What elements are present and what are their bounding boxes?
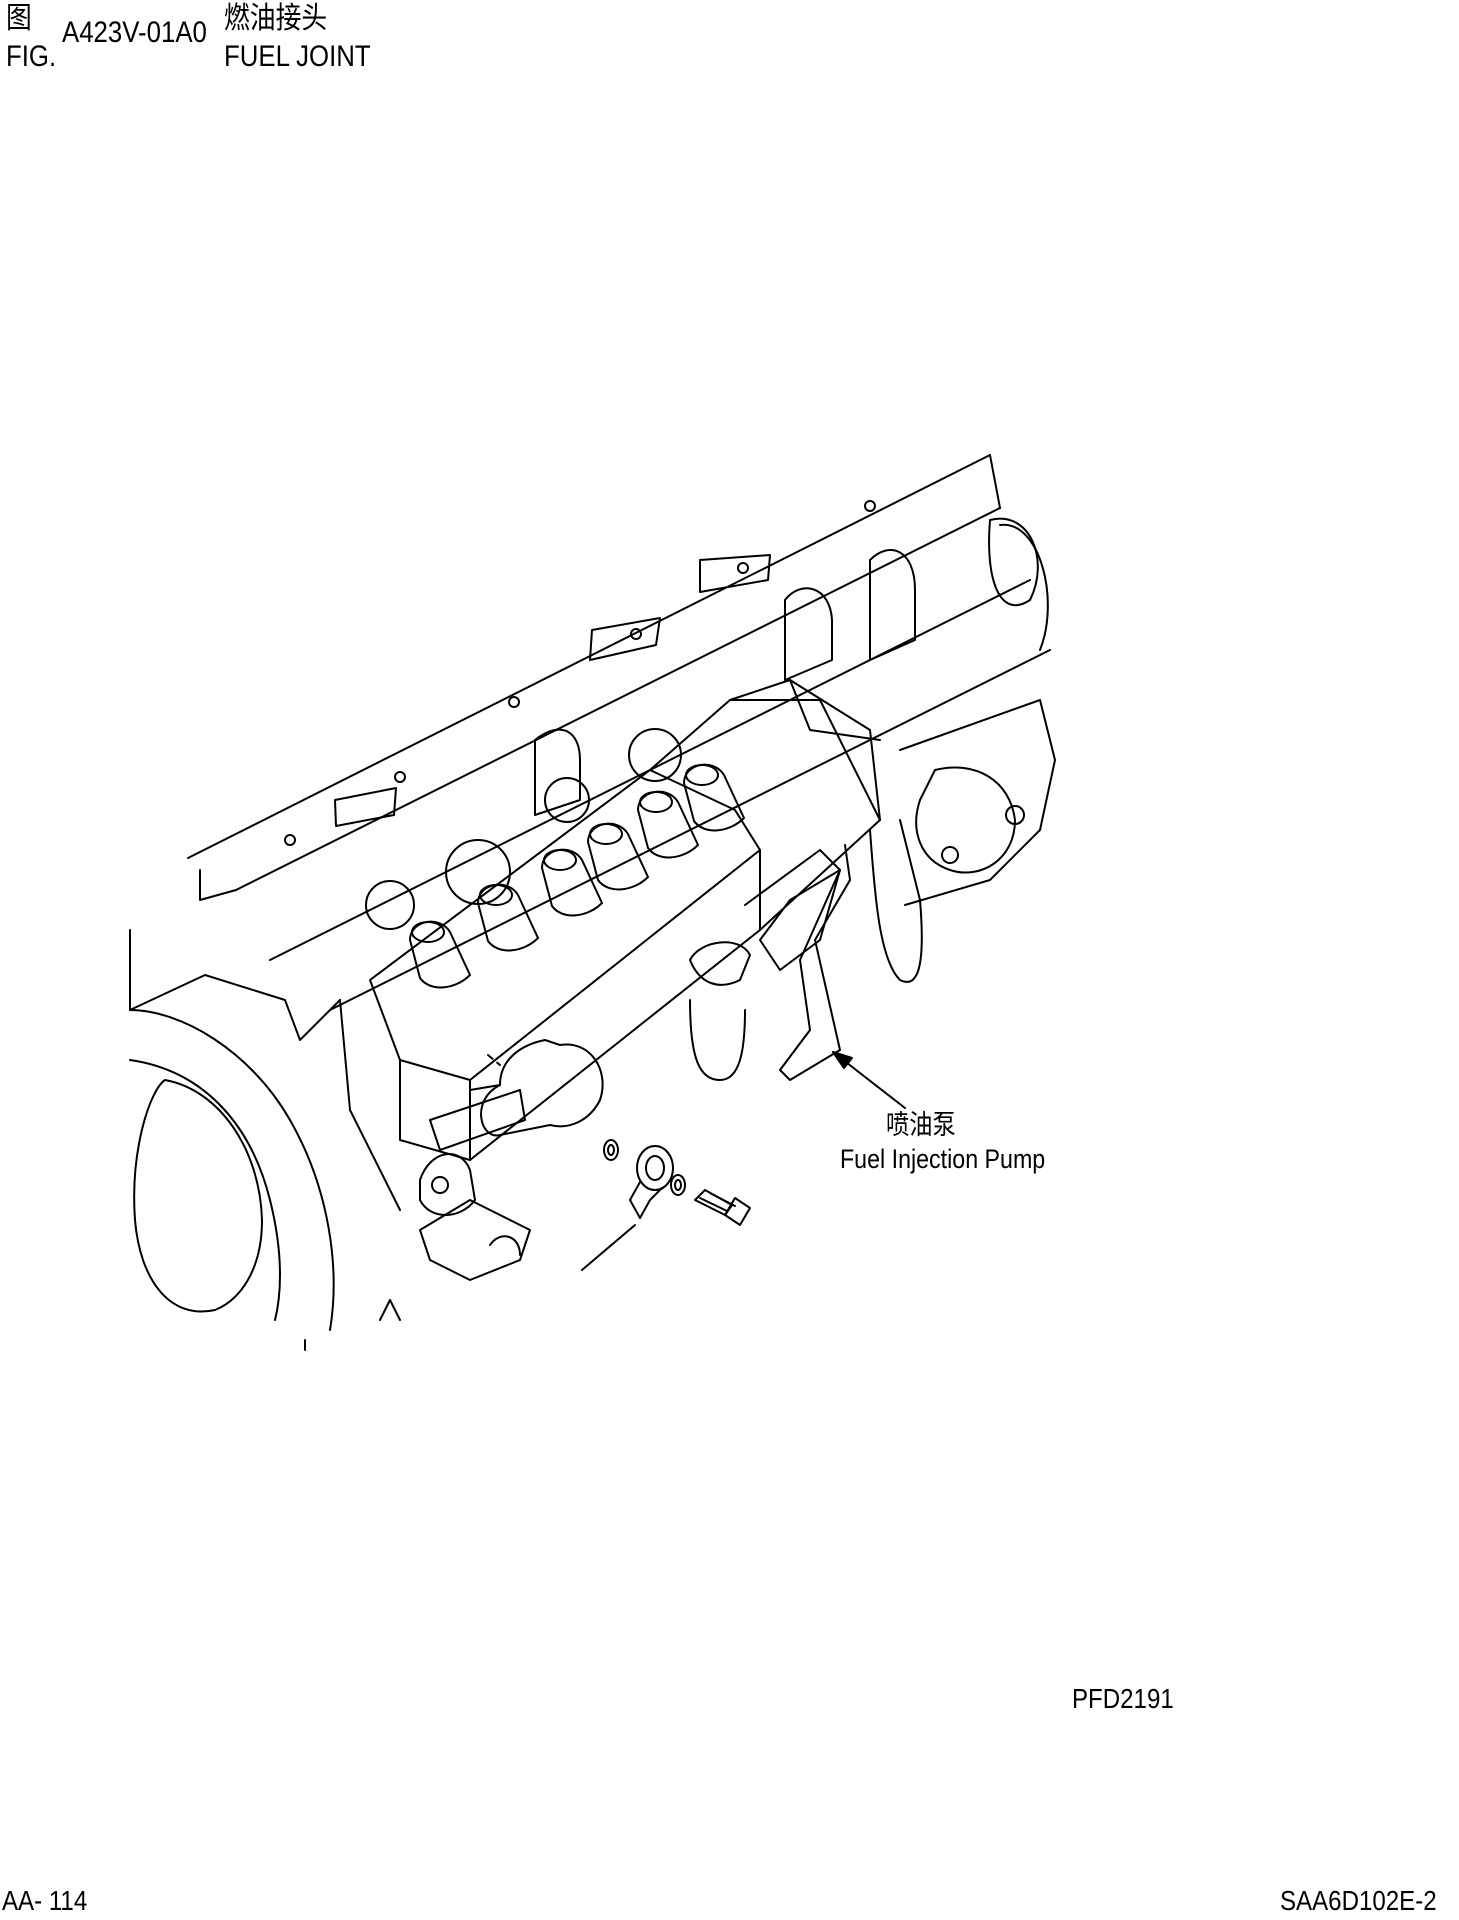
fig-number: A423V-01A0	[62, 16, 207, 49]
delivery-valve-holders	[410, 765, 744, 988]
pump-label-cn: 喷油泵	[886, 1110, 956, 1140]
title-en: FUEL JOINT	[224, 40, 371, 73]
exhaust-manifold	[690, 525, 1055, 1080]
model-code: SAA6D102E-2	[1280, 1885, 1437, 1916]
gear-housing	[130, 930, 400, 1350]
drawing-code: PFD2191	[1072, 1683, 1174, 1714]
pump-callout-arrow	[833, 1052, 905, 1108]
title-cn: 燃油接头	[224, 2, 328, 35]
fig-label-cn: 图	[6, 2, 32, 35]
pump-bracket	[745, 845, 850, 1080]
fuel-joint-parts	[420, 1040, 750, 1280]
pump-label-en: Fuel Injection Pump	[840, 1144, 1046, 1174]
page-number: AA- 114	[2, 1885, 88, 1916]
fig-label-en: FIG.	[6, 40, 57, 73]
injection-pump-body	[370, 680, 880, 1160]
